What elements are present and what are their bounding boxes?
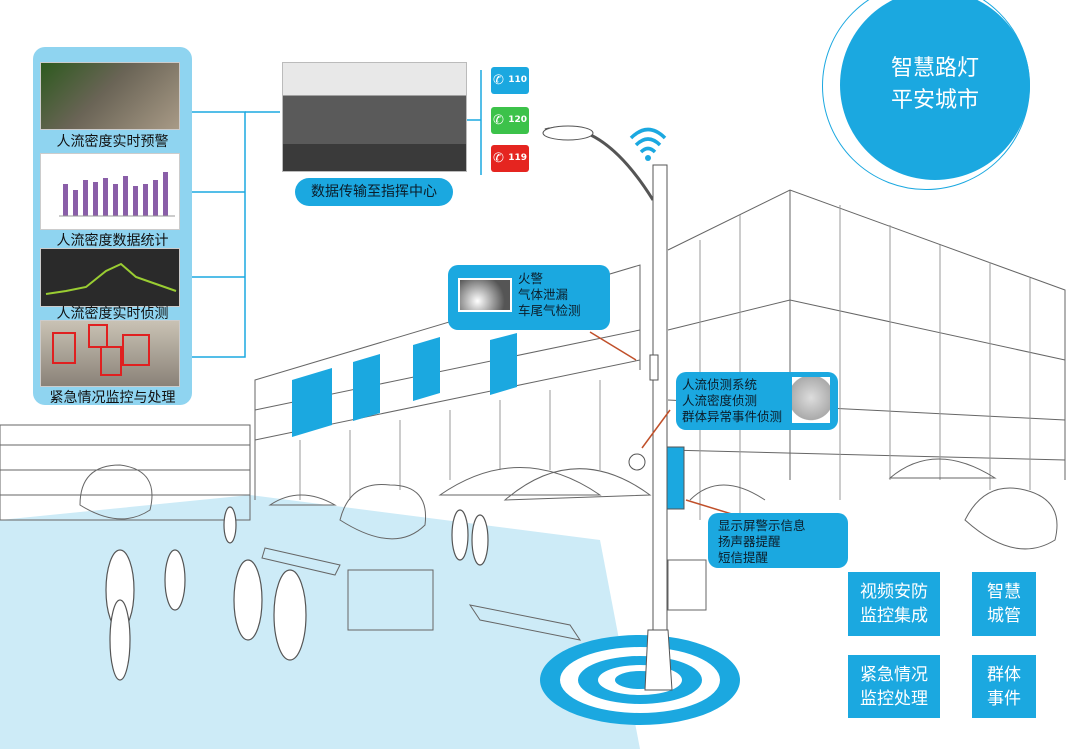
tile-video-security: 视频安防 监控集成 xyxy=(848,572,940,636)
pole-base-rings xyxy=(540,635,740,725)
dome-camera-image xyxy=(792,377,830,423)
crowd-monitoring-panel: 人流密度实时预警 人流密度数据统计 人流密度实时侦测 紧急情况监控与处理 xyxy=(33,47,192,406)
display-callout: 显示屏警示信息 扬声器提醒 短信提醒 xyxy=(708,513,848,568)
caption-crowd-warning: 人流密度实时预警 xyxy=(56,134,169,150)
callout-line: 短信提醒 xyxy=(718,550,769,565)
connector-lines xyxy=(192,70,482,358)
sensor-callout: 火警 气体泄漏 车尾气检测 xyxy=(448,265,610,330)
callout-line: 车尾气检测 xyxy=(518,303,581,318)
crowd-detection-image xyxy=(40,248,180,307)
phone-number: 119 xyxy=(508,153,527,163)
callout-arrows xyxy=(589,331,736,516)
tile-smart-city-management: 智慧 城管 xyxy=(972,572,1036,636)
callout-line: 显示屏警示信息 xyxy=(718,518,806,533)
title-ring xyxy=(822,0,1030,190)
tile-emergency-handling: 紧急情况 监控处理 xyxy=(848,655,940,718)
callout-line: 群体异常事件侦测 xyxy=(682,409,783,424)
wifi-icon xyxy=(629,127,667,154)
pedestrians xyxy=(105,506,489,681)
callout-line: 火警 xyxy=(518,271,544,286)
sensor-image xyxy=(458,278,512,312)
phone-icon: ✆ xyxy=(493,113,504,128)
building-windows xyxy=(292,333,517,437)
callout-line: 气体泄漏 xyxy=(518,287,569,302)
smart-street-light-pole xyxy=(542,125,685,691)
crowd-statistics-chart-image xyxy=(40,153,180,230)
command-center-label: 数据传输至指挥中心 xyxy=(295,178,453,206)
caption-crowd-statistics: 人流密度数据统计 xyxy=(56,233,169,249)
title-line-1: 智慧路灯 xyxy=(890,56,979,81)
phone-icon: ✆ xyxy=(493,73,504,88)
fire-phone-button[interactable]: ✆ 119 xyxy=(491,145,529,172)
crowd-warning-image xyxy=(40,62,180,130)
tile-group-events: 群体 事件 xyxy=(972,655,1036,718)
caption-crowd-detection: 人流密度实时侦测 xyxy=(56,306,169,322)
emergency-monitoring-image xyxy=(40,320,180,387)
caption-emergency-handling: 紧急情况监控与处理 xyxy=(49,390,176,406)
phone-number: 120 xyxy=(508,115,527,125)
title-line-2: 平安城市 xyxy=(890,88,979,113)
plaza-area xyxy=(0,495,640,749)
phone-number: 110 xyxy=(508,75,527,85)
command-center-image xyxy=(282,62,467,172)
ambulance-phone-button[interactable]: ✆ 120 xyxy=(491,107,529,134)
building-lines xyxy=(0,189,1066,641)
police-phone-button[interactable]: ✆ 110 xyxy=(491,67,529,94)
callout-line: 扬声器提醒 xyxy=(718,534,781,549)
callout-line: 人流密度侦测 xyxy=(682,393,758,408)
phone-icon: ✆ xyxy=(493,151,504,166)
callout-line: 人流侦测系统 xyxy=(682,377,758,392)
camera-callout: 人流侦测系统 人流密度侦测 群体异常事件侦测 xyxy=(676,372,838,430)
title-circle: 智慧路灯 平安城市 xyxy=(840,0,1030,180)
